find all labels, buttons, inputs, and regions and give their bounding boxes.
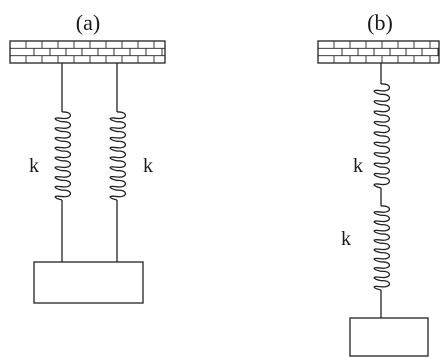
panel-a-spring-left-label: k: [29, 155, 39, 177]
panel-b-spring-bottom: [373, 205, 391, 318]
panel-a-mass-block: [33, 261, 144, 304]
panel-b: (b) k k: [317, 10, 440, 357]
panel-b-spring-top-label: k: [353, 155, 363, 177]
panel-b-spring-top: [373, 63, 391, 189]
panel-a-spring-left: [54, 63, 72, 262]
panel-a-label: (a): [76, 10, 100, 35]
panel-a: (a) k k: [9, 10, 166, 304]
panel-b-label: (b): [367, 10, 393, 35]
panel-a-ceiling: [9, 40, 166, 64]
panel-a-spring-right-label: k: [143, 155, 153, 177]
panel-b-spring-bottom-label: k: [341, 228, 351, 250]
panel-b-ceiling: [317, 40, 440, 64]
panel-b-mass-block: [349, 317, 429, 357]
panel-a-spring-right: [109, 63, 127, 262]
